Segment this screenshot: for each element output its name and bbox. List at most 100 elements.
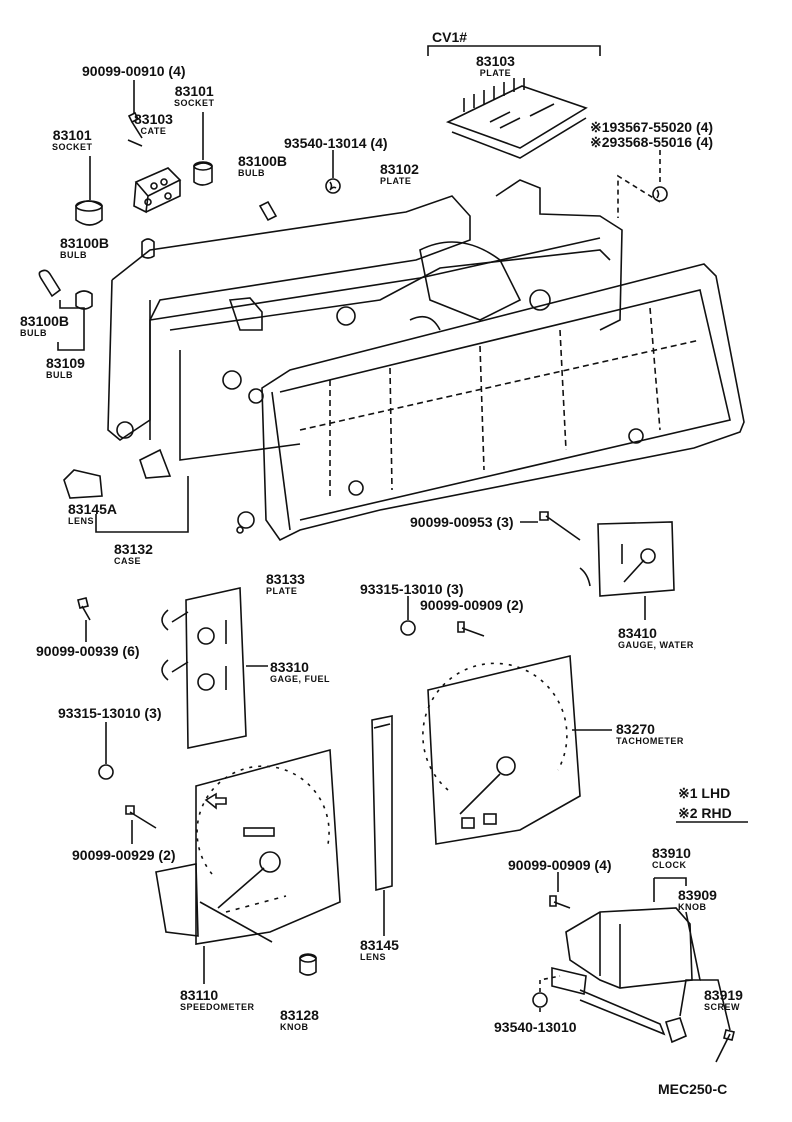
label-variant-2: ※293568-55016 (4) bbox=[590, 135, 713, 149]
legend-lhd: ※1 LHD bbox=[678, 786, 730, 800]
part-qty: (4) bbox=[370, 135, 388, 151]
part-name: CLOCK bbox=[652, 860, 687, 870]
part-qty: (2) bbox=[506, 597, 524, 613]
label-90099-00910: 90099-00910 (4) bbox=[82, 64, 186, 78]
part-number: 93315-13010 bbox=[360, 581, 443, 597]
part-qty: (4) bbox=[594, 857, 612, 873]
part-qty: (3) bbox=[144, 705, 162, 721]
part-name: BULB bbox=[238, 168, 265, 178]
part-number: 93540-13014 bbox=[284, 135, 367, 151]
part-name: LENS bbox=[68, 516, 95, 526]
part-number: 90099-00909 bbox=[508, 857, 591, 873]
part-name: BULB bbox=[60, 250, 87, 260]
part-number-with-qty: 90099-00939 (6) bbox=[36, 644, 140, 658]
part-number: 83103 bbox=[134, 111, 173, 127]
part-number: 83133 bbox=[266, 571, 305, 587]
part-number: 90099-00939 bbox=[36, 643, 119, 659]
part-number: 90099-00909 bbox=[420, 597, 503, 613]
legend-text: LHD bbox=[701, 785, 731, 801]
part-number-with-qty: 90099-00909 (2) bbox=[420, 598, 524, 612]
clock-83910-drawing bbox=[551, 907, 693, 1036]
part-number: 93540-13010 bbox=[494, 1019, 577, 1035]
screw-90099-00939-drawing bbox=[77, 597, 91, 621]
part-qty: (2) bbox=[158, 847, 176, 863]
part-number: 93567-55020 bbox=[609, 119, 693, 135]
part-number: 83410 bbox=[618, 625, 657, 641]
label-90099-00939: 90099-00939 (6) bbox=[36, 644, 140, 658]
part-number: 83910 bbox=[652, 845, 691, 861]
label-93315-13010-b: 93315-13010 (3) bbox=[58, 706, 162, 720]
label-90099-00909-b: 90099-00909 (4) bbox=[508, 858, 612, 872]
part-qty: (3) bbox=[496, 514, 514, 530]
part-number: 83132 bbox=[114, 541, 153, 557]
knob-83128-drawing bbox=[299, 953, 317, 976]
part-number: 83145A bbox=[68, 501, 118, 517]
socket-83101-right-drawing bbox=[193, 161, 213, 186]
cv1-bracket bbox=[427, 45, 601, 56]
cv1-text: CV1# bbox=[432, 29, 468, 45]
screw-93315-13010-a-drawing bbox=[400, 620, 416, 636]
leader-line bbox=[679, 911, 701, 1017]
part-number: 83103 bbox=[476, 53, 515, 69]
label-93540-13010: 93540-13010 bbox=[494, 1020, 577, 1034]
part-name: SPEEDOMETER bbox=[180, 1002, 255, 1012]
lens-83145-drawing bbox=[371, 715, 393, 892]
part-number: 93315-13010 bbox=[58, 705, 141, 721]
variant-row: ※193567-55020 (4) bbox=[590, 120, 713, 134]
part-name: PLATE bbox=[266, 586, 298, 596]
legend-mark: ※1 bbox=[678, 785, 698, 801]
label-90099-00909-a: 90099-00909 (2) bbox=[420, 598, 524, 612]
part-qty: (4) bbox=[168, 63, 186, 79]
part-number: 83101 bbox=[174, 83, 214, 99]
gate-83103-drawing bbox=[133, 167, 182, 214]
part-number: 83110 bbox=[180, 987, 219, 1003]
screw-90099-00909-b-drawing bbox=[549, 895, 571, 909]
case-bracket bbox=[95, 476, 189, 533]
bracket-83100B-83109 bbox=[57, 300, 85, 351]
screw-90099-00910-drawing bbox=[127, 111, 143, 147]
part-qty: (6) bbox=[122, 643, 140, 659]
lens-83145A-drawing bbox=[63, 469, 103, 499]
part-number: 83100B bbox=[20, 313, 70, 329]
tachometer-83270-drawing bbox=[422, 655, 581, 845]
screw-90099-00929-drawing bbox=[125, 805, 157, 829]
variant-row: ※293568-55016 (4) bbox=[590, 135, 713, 149]
legend-rhd: ※2 RHD bbox=[678, 806, 732, 820]
part-number-with-qty: 93540-13014 (4) bbox=[284, 136, 388, 150]
part-number: 83102 bbox=[380, 161, 419, 177]
leader-line bbox=[539, 975, 561, 1016]
part-name: LENS bbox=[360, 952, 387, 962]
legend-row: ※1 LHD bbox=[678, 786, 730, 800]
legend-mark: ※2 bbox=[678, 805, 698, 821]
part-number-with-qty: 90099-00909 (4) bbox=[508, 858, 612, 872]
label-93315-13010-a: 93315-13010 (3) bbox=[360, 582, 464, 596]
speedometer-83110-drawing bbox=[155, 748, 341, 945]
bulb-83100B-low-drawing bbox=[38, 269, 62, 298]
screw-variant-drawing bbox=[652, 186, 668, 202]
bulb-83100B-top-drawing bbox=[258, 200, 278, 222]
part-number-with-qty: 90099-00953 (3) bbox=[410, 515, 514, 529]
part-name: PLATE bbox=[380, 176, 412, 186]
part-number: 83909 bbox=[678, 887, 717, 903]
part-name: KNOB bbox=[678, 902, 707, 912]
part-name: PLATE bbox=[479, 68, 512, 78]
screw-93540-13010-drawing bbox=[532, 992, 548, 1008]
knob-83909-drawing bbox=[665, 1017, 687, 1044]
part-number-with-qty: 90099-00910 (4) bbox=[82, 64, 186, 78]
part-number: 90099-00953 bbox=[410, 514, 493, 530]
